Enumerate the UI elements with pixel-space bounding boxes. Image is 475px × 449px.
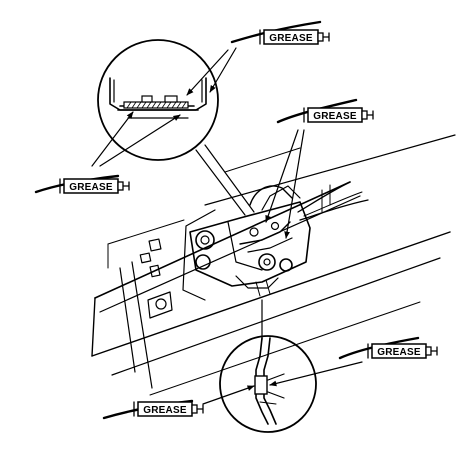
- lower-detail-circle: [219, 335, 317, 433]
- latch-assembly: [189, 181, 369, 297]
- upper-detail-circle: [97, 39, 219, 161]
- grease-label: GREASE: [69, 182, 113, 193]
- grease-label: GREASE: [313, 111, 357, 122]
- grease-callout-bottom-left: GREASE: [102, 385, 255, 420]
- grease-callout-lower-right: GREASE: [269, 336, 438, 387]
- grease-label: GREASE: [377, 347, 421, 358]
- grease-callout-left: GREASE: [34, 111, 181, 194]
- grease-callout-top-right: GREASE: [186, 20, 330, 96]
- grease-callout-mid-right: GREASE: [265, 98, 374, 239]
- grease-label: GREASE: [269, 33, 313, 44]
- body-panel: [91, 134, 456, 396]
- grease-label: GREASE: [143, 405, 187, 416]
